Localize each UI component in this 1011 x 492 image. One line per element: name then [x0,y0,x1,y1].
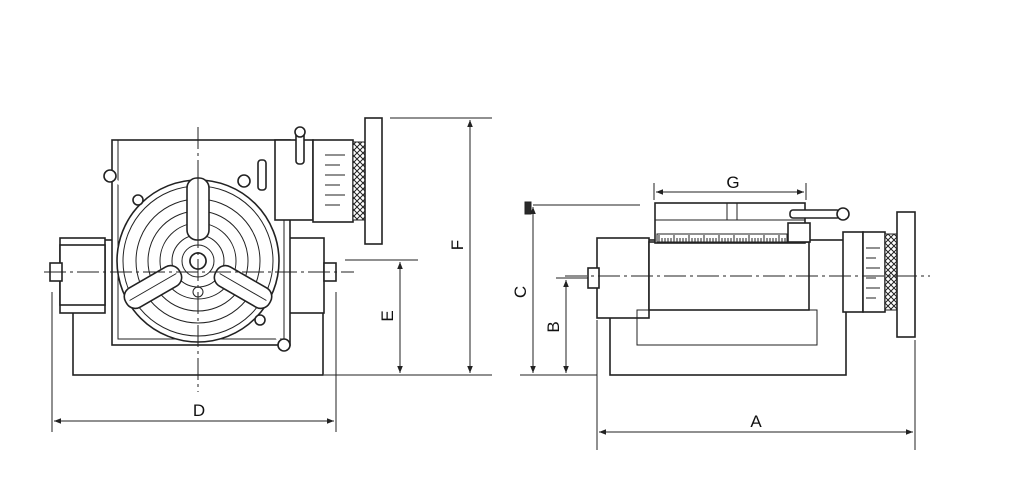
front-small-lever [257,159,267,191]
side-view [524,201,930,376]
side-left-stub [587,267,600,289]
side-dimensions: A B C G [511,173,916,450]
side-scale-ticks [658,235,786,242]
side-worm-housing [842,231,864,313]
side-table [654,202,806,244]
label-D: D [193,401,205,420]
label-F: F [448,240,467,250]
side-knurl [884,233,898,311]
label-A: A [750,412,762,431]
side-lock-block [787,222,811,243]
label-C: C [511,286,530,298]
label-E: E [378,310,397,321]
front-left-boss-inner [59,244,106,306]
front-dial [312,139,354,223]
front-small-knob [237,174,251,188]
front-dial-scale [325,154,345,206]
side-table-lever [789,209,841,219]
side-top-handle [524,201,532,215]
front-view [44,117,383,392]
side-dial-scale [866,247,880,299]
side-handwheel-flange [896,211,916,338]
front-worm-housing [274,139,314,221]
front-dimensions: D E F [51,117,492,432]
clamp-lever-bottom-right [254,314,291,352]
front-handwheel-flange [364,117,383,245]
side-left-boss [596,237,650,319]
label-G: G [726,173,739,192]
clamp-lever-top-left [103,169,144,206]
label-B: B [544,321,563,332]
side-dial [862,231,886,313]
front-knurl [352,141,366,221]
